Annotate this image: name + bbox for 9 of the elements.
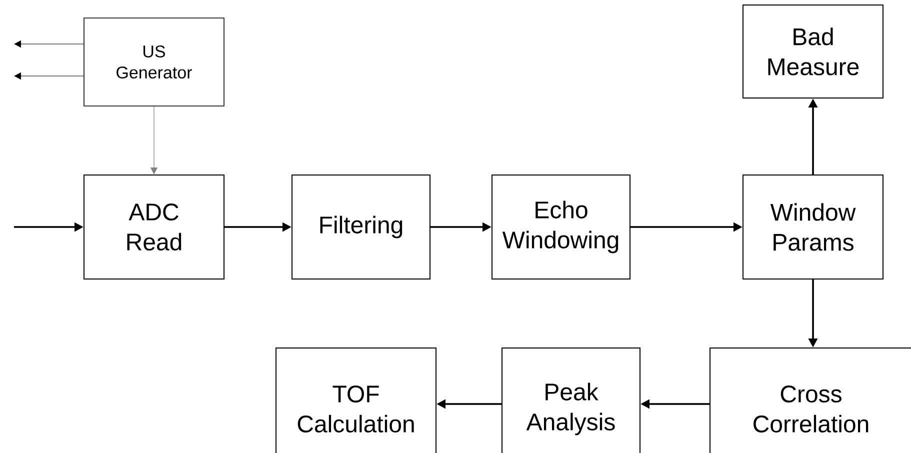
process-box: ADC Read: [84, 174, 224, 280]
process-box: TOF Calculation: [276, 348, 436, 453]
process-box: Filtering: [292, 174, 430, 280]
process-box: Peak Analysis: [502, 348, 640, 453]
process-box: Window Params: [742, 174, 884, 280]
process-box: Cross Correlation: [710, 348, 911, 453]
process-box: Bad Measure: [742, 4, 884, 98]
process-box: US Generator: [84, 18, 224, 106]
process-box: Echo Windowing: [492, 174, 630, 280]
